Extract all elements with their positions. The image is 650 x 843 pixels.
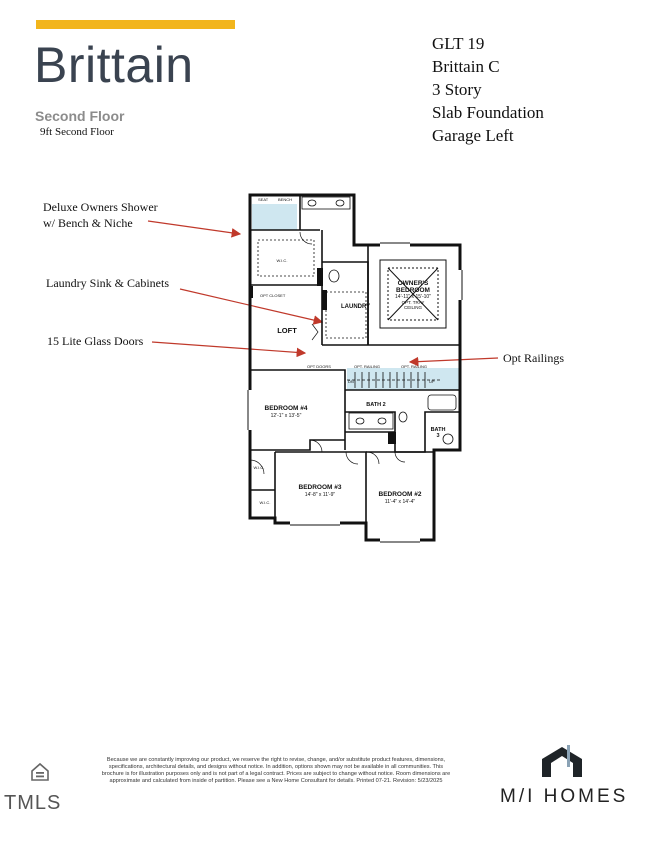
label-bench: BENCH bbox=[278, 197, 292, 202]
tmls-logo: TMLS bbox=[4, 792, 62, 814]
lot-info: GLT 19 Brittain C 3 Story Slab Foundatio… bbox=[432, 32, 544, 147]
callout-arrow-glass-doors bbox=[151, 341, 307, 358]
label-owners-opt: OPT. TRAY bbox=[402, 300, 425, 305]
callout-railings: Opt Railings bbox=[503, 351, 565, 365]
stair-railing-glass bbox=[347, 368, 459, 390]
label-owners-bedroom-2: BEDROOM bbox=[396, 287, 430, 294]
label-owners-opt2: CEILING bbox=[404, 305, 423, 310]
label-stair-dn: DN bbox=[348, 379, 354, 384]
mi-homes-house-icon bbox=[542, 745, 582, 777]
callout-shower-line1: Deluxe Owners Shower bbox=[43, 200, 158, 214]
shower-glass bbox=[252, 204, 297, 230]
floor-subtitle: 9ft Second Floor bbox=[40, 126, 114, 138]
door-swings bbox=[249, 231, 406, 475]
stairs bbox=[347, 372, 440, 388]
label-bedroom2: BEDROOM #2 bbox=[379, 491, 422, 498]
label-bedroom2-dims: 11'-4" x 14'-4" bbox=[385, 499, 416, 505]
label-laundry: LAUNDRY bbox=[341, 304, 370, 310]
label-bedroom3-wic: W.I.C. bbox=[260, 500, 271, 505]
lot-line: Slab Foundation bbox=[432, 103, 544, 122]
label-stair-up: UP bbox=[429, 379, 435, 384]
interior-walls bbox=[250, 195, 460, 523]
label-owners-wic: W.I.C. bbox=[277, 258, 288, 263]
equal-housing-icon bbox=[31, 762, 49, 781]
callout-shower-line2: w/ Bench & Niche bbox=[43, 216, 133, 230]
floor-name: Second Floor bbox=[35, 108, 125, 124]
lot-line: Brittain C bbox=[432, 57, 500, 76]
label-opt-closet: OPT CLOSET bbox=[260, 293, 286, 298]
wall-blocks bbox=[250, 268, 396, 444]
label-opt-railing-1: OPT. RAILING bbox=[354, 364, 380, 369]
label-bath3-num: 3 bbox=[436, 433, 439, 439]
label-owners-bedroom: OWNER'S bbox=[398, 280, 429, 287]
label-loft: LOFT bbox=[277, 326, 297, 335]
windows bbox=[247, 242, 463, 543]
label-bedroom4-wic: W.I.C. bbox=[254, 465, 265, 470]
lot-line: 3 Story bbox=[432, 80, 482, 99]
label-owners-dims: 14'-11" x 15'-10" bbox=[395, 294, 431, 300]
label-bedroom4-dims: 12'-1" x 13'-5" bbox=[271, 413, 302, 419]
brand-name: M/I HOMES bbox=[500, 786, 629, 807]
callout-laundry: Laundry Sink & Cabinets bbox=[46, 276, 169, 290]
plan-title: Brittain bbox=[34, 37, 194, 93]
callout-arrow-shower bbox=[147, 220, 242, 238]
callout-arrow-railings bbox=[408, 356, 499, 367]
legal-disclaimer: Because we are constantly improving our … bbox=[101, 757, 451, 784]
callout-shower: Deluxe Owners Shower w/ Bench & Niche bbox=[43, 199, 158, 231]
label-bedroom3-dims: 14'-8" x 11'-9" bbox=[305, 492, 336, 498]
accent-bar bbox=[36, 20, 235, 29]
label-seat: SEAT bbox=[258, 197, 269, 202]
label-bath3: BATH bbox=[431, 427, 446, 433]
label-bedroom4: BEDROOM #4 bbox=[265, 405, 308, 412]
label-bedroom3: BEDROOM #3 bbox=[299, 484, 342, 491]
tray-ceiling bbox=[379, 259, 447, 329]
label-opt-railing-2: OPT. RAILING bbox=[401, 364, 427, 369]
lot-line: Garage Left bbox=[432, 126, 514, 145]
callout-glass-doors: 15 Lite Glass Doors bbox=[47, 334, 144, 348]
label-opt-doors: OPT DOORS bbox=[307, 364, 331, 369]
label-bath2: BATH 2 bbox=[366, 402, 385, 408]
fixtures bbox=[257, 196, 457, 445]
lot-line: GLT 19 bbox=[432, 34, 485, 53]
